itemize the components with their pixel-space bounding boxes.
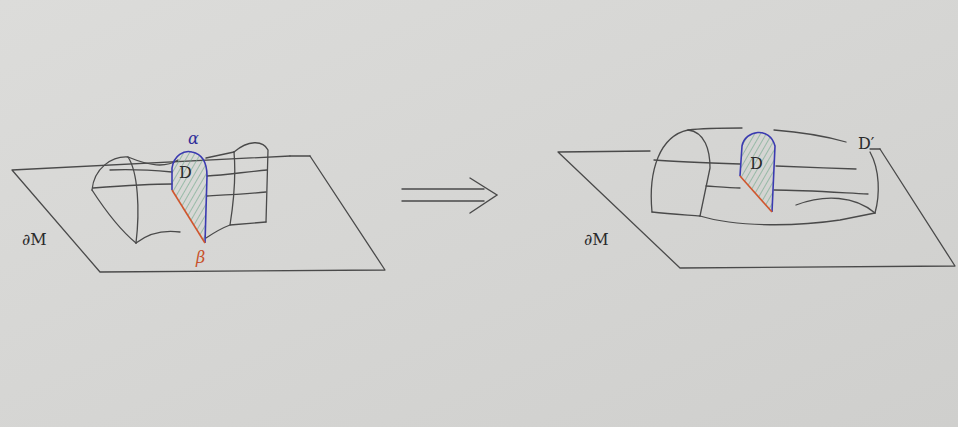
alpha-arc [172, 152, 207, 243]
left-figure [12, 143, 385, 272]
end-edge [92, 190, 136, 243]
ridge-line [706, 186, 868, 194]
arc-label: β [196, 250, 205, 266]
end-edge [230, 152, 266, 225]
ridge-line [110, 170, 172, 172]
boundary-plane [558, 149, 955, 268]
disk-label: D′ [858, 136, 874, 152]
disk-region [172, 152, 207, 243]
boundary-label: ∂M [584, 232, 609, 248]
alpha-arc [740, 132, 775, 212]
beta-arc [172, 190, 205, 243]
arrow-shaft [402, 189, 484, 201]
right-figure [558, 128, 955, 268]
arc-label: α [188, 131, 199, 147]
end-arch [234, 143, 268, 222]
ridge-line [93, 184, 172, 188]
bottom-edge [700, 213, 875, 225]
boundary-label: ∂M [22, 232, 47, 248]
ridge-line [207, 170, 267, 196]
disk-label: D [750, 156, 763, 172]
arrow-head [470, 178, 497, 213]
disk-label: D [179, 165, 192, 181]
boundary-plane [290, 155, 310, 156]
inner-edge [796, 198, 875, 213]
end-arch [870, 152, 878, 213]
end-edge [652, 212, 700, 216]
implies-arrow [402, 178, 497, 213]
disk-region [740, 132, 775, 212]
bottom-edge [136, 225, 230, 243]
beta-arc [740, 176, 772, 212]
end-arch [651, 130, 710, 216]
